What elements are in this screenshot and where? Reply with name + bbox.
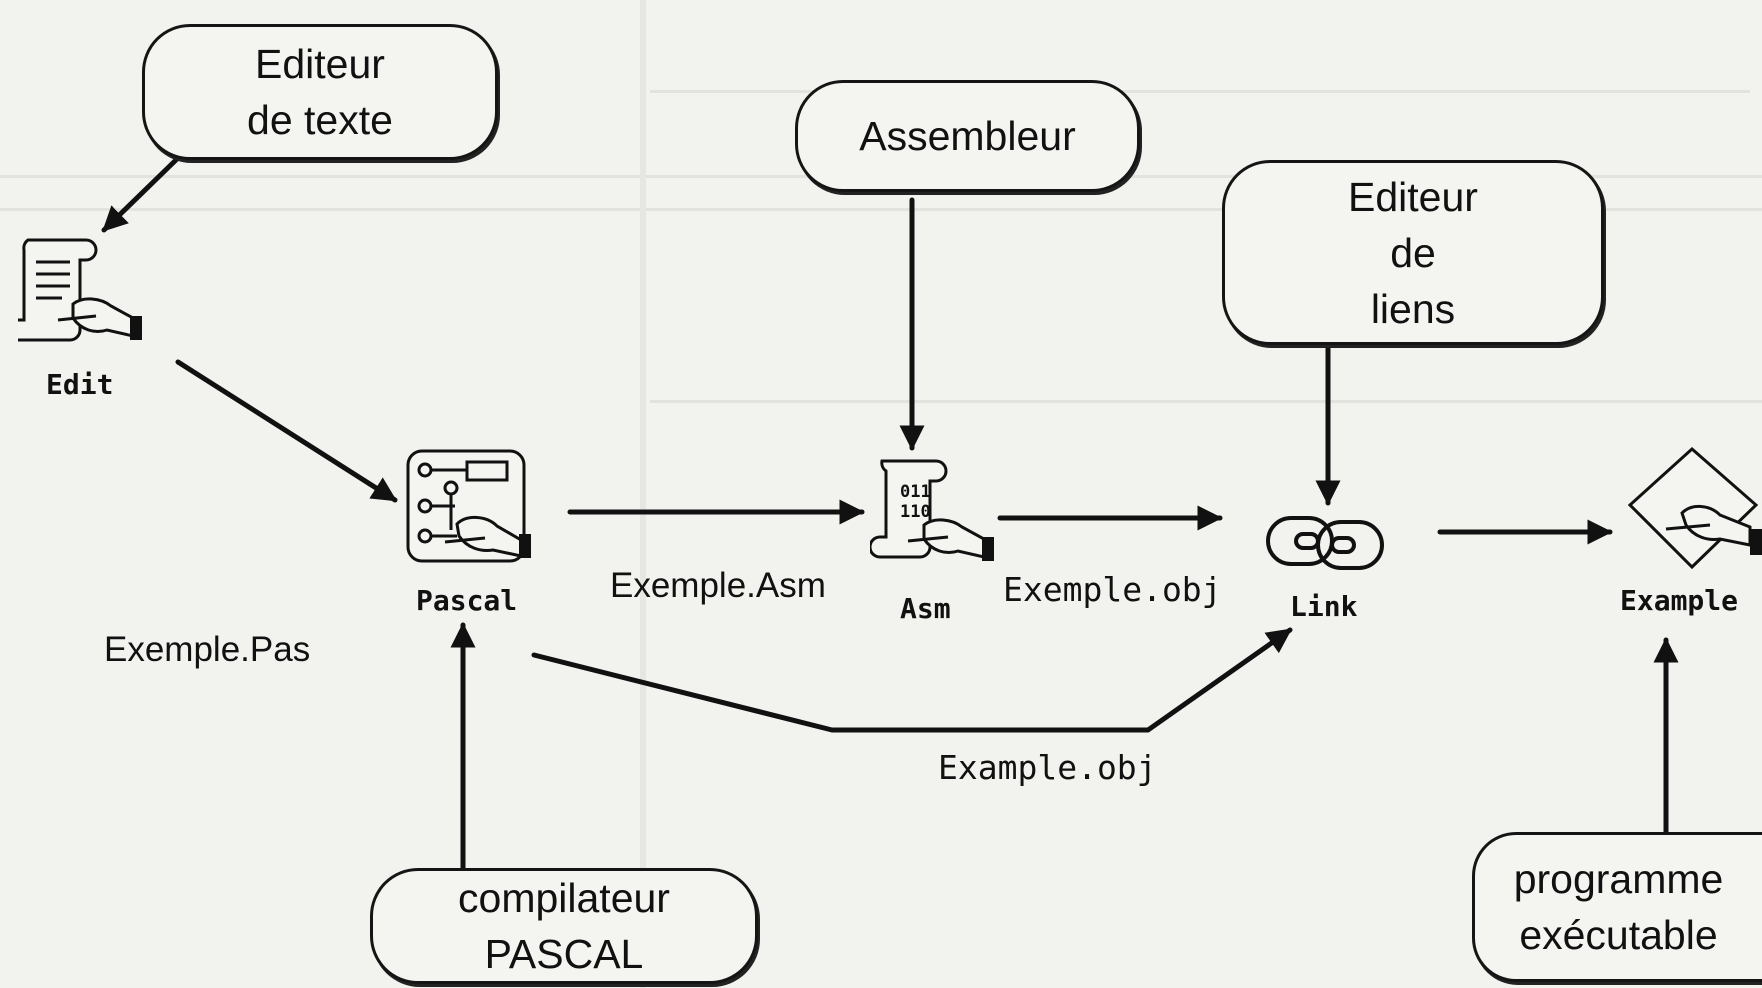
compilateur-label: compilateur PASCAL xyxy=(458,875,670,977)
programme-label: programme exécutable xyxy=(1513,856,1724,958)
chain-link-icon xyxy=(1266,516,1384,570)
file-label-exemple-pas: Exemple.Pas xyxy=(104,630,311,669)
background-line xyxy=(0,208,1762,211)
editeur-texte-node: Editeur de texte xyxy=(142,24,498,160)
editeur-texte-label: Editeur de texte xyxy=(247,41,393,143)
assembleur-node: Assembleur xyxy=(795,80,1140,192)
edit-icon-label: Edit xyxy=(46,368,114,401)
binary-text-line: 110 xyxy=(900,502,931,522)
file-label-example-obj: Example.obj xyxy=(938,748,1157,787)
compilateur-node: compilateur PASCAL xyxy=(370,868,758,984)
example-icon-label: Example xyxy=(1620,584,1739,617)
file-label-exemple-asm: Exemple.Asm xyxy=(610,566,826,605)
background-separator xyxy=(640,0,646,988)
programme-node: programme exécutable xyxy=(1472,832,1762,982)
editeur-liens-label: Editeur de liens xyxy=(1348,173,1478,332)
background-line xyxy=(650,90,1750,93)
diamond-pen-icon xyxy=(1627,446,1762,570)
pascal-icon-label: Pascal xyxy=(416,584,518,617)
arrow-pascal-to-link-direct xyxy=(531,627,1293,733)
asm-icon-label: Asm xyxy=(900,592,951,625)
binary-scroll-pen-icon: 011 110 xyxy=(870,459,994,561)
background-line xyxy=(650,400,1762,403)
link-icon-label: Link xyxy=(1290,590,1358,623)
circuit-pen-icon xyxy=(406,449,531,563)
binary-text-line: 011 xyxy=(900,482,931,502)
arrow-editeur-to-edit xyxy=(101,155,181,233)
arrow-edit-to-pascal xyxy=(175,359,398,503)
assembleur-label: Assembleur xyxy=(859,113,1076,159)
editeur-liens-node: Editeur de liens xyxy=(1222,160,1604,345)
scroll-pen-icon xyxy=(18,238,142,342)
file-label-exemple-obj: Exemple.obj xyxy=(1003,570,1222,609)
